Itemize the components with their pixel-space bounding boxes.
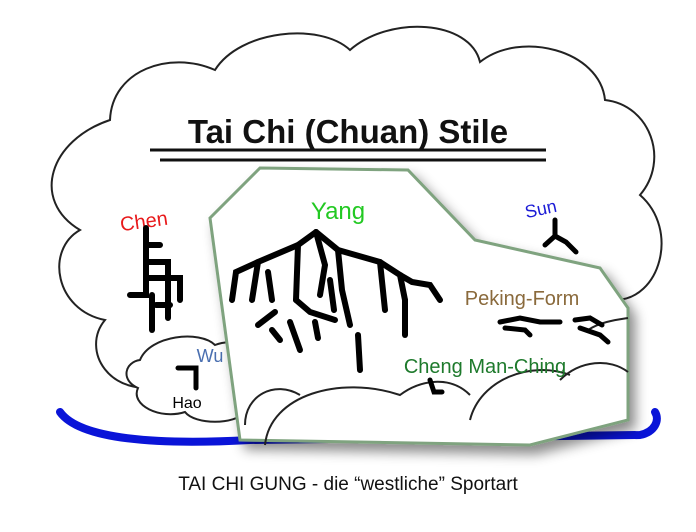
label-hao: Hao xyxy=(172,395,201,412)
footer-caption: TAI CHI GUNG - die “westliche” Sportart xyxy=(178,474,518,495)
blue-base-arc xyxy=(56,408,661,446)
sun-lineage-tree xyxy=(542,217,579,255)
yang-inner-cloud-arcs xyxy=(244,317,629,446)
peking-form-lineage-tree xyxy=(497,315,611,345)
label-peking-form: Peking-Form xyxy=(465,288,579,310)
wu-lineage-tree xyxy=(175,365,199,391)
label-wu: Wu xyxy=(197,346,224,366)
label-yang: Yang xyxy=(311,198,365,225)
cheng-man-ching-lineage-tree xyxy=(427,377,445,395)
diagram-title: Tai Chi (Chuan) Stile xyxy=(188,113,508,150)
chen-lineage-tree xyxy=(127,225,183,333)
yang-lineage-tree xyxy=(229,229,443,373)
label-cheng-man-ching: Cheng Man-Ching xyxy=(404,356,566,378)
